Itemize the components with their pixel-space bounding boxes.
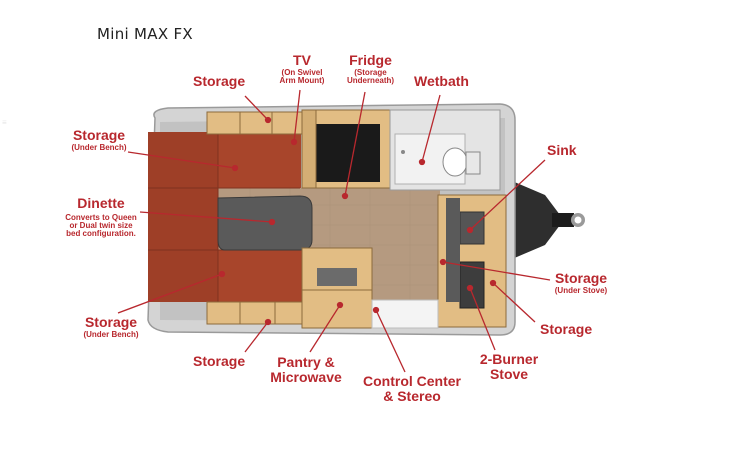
label-subtext: (On Swivel Arm Mount) [279, 67, 325, 86]
label-storage-under-bench-bottom: Storage (Under Bench) [80, 315, 142, 339]
label-sink: Sink [547, 143, 577, 158]
label-stove: 2-Burner Stove [474, 351, 544, 382]
label-wetbath: Wetbath [414, 74, 469, 89]
label-storage-under-stove: Storage (Under Stove) [552, 271, 610, 295]
label-control-center: Control Center & Stereo [358, 373, 466, 404]
label-text: Fridge [349, 52, 392, 68]
label-subtext: Converts to Queen or Dual twin size bed … [65, 212, 137, 239]
label-text: 2-Burner Stove [479, 351, 539, 382]
entry-door [371, 299, 439, 329]
trailer-tongue [505, 178, 585, 262]
cabinet-bottom [206, 301, 308, 325]
label-text: TV [293, 52, 311, 68]
label-subtext: (Storage Underneath) [346, 67, 395, 86]
label-fridge: Fridge (Storage Underneath) [343, 53, 398, 85]
label-text: Sink [547, 142, 577, 158]
pantry-cabinet [301, 247, 373, 329]
toilet [442, 147, 468, 177]
label-storage-right: Storage [540, 322, 592, 337]
label-subtext: (Under Bench) [71, 142, 127, 152]
stove [459, 261, 485, 309]
label-text: Dinette [77, 195, 125, 211]
page-title: Mini MAX FX [97, 25, 194, 43]
label-text: Storage [72, 127, 126, 143]
pointer-lines [117, 89, 551, 373]
ghost-text: ≡ [2, 118, 7, 127]
label-text: Control Center & Stereo [363, 373, 461, 404]
label-text: Wetbath [414, 73, 469, 89]
label-subtext: (Under Stove) [554, 285, 608, 295]
label-dinette: Dinette Converts to Queen or Dual twin s… [58, 196, 144, 239]
label-text: Pantry & Microwave [270, 354, 342, 385]
label-pantry: Pantry & Microwave [266, 354, 346, 385]
label-tv: TV (On Swivel Arm Mount) [277, 53, 327, 85]
label-storage-top: Storage [193, 74, 245, 89]
label-storage-under-bench-top: Storage (Under Bench) [68, 128, 130, 152]
cabinet-top [206, 111, 303, 135]
label-text: Storage [193, 353, 246, 369]
label-text: Storage [193, 73, 246, 89]
label-text: Storage [540, 321, 593, 337]
label-text: Storage [84, 314, 138, 330]
label-subtext: (Under Bench) [83, 329, 139, 339]
dinette-table [217, 195, 313, 251]
label-storage-bottom: Storage [193, 354, 245, 369]
label-text: Storage [554, 270, 608, 286]
